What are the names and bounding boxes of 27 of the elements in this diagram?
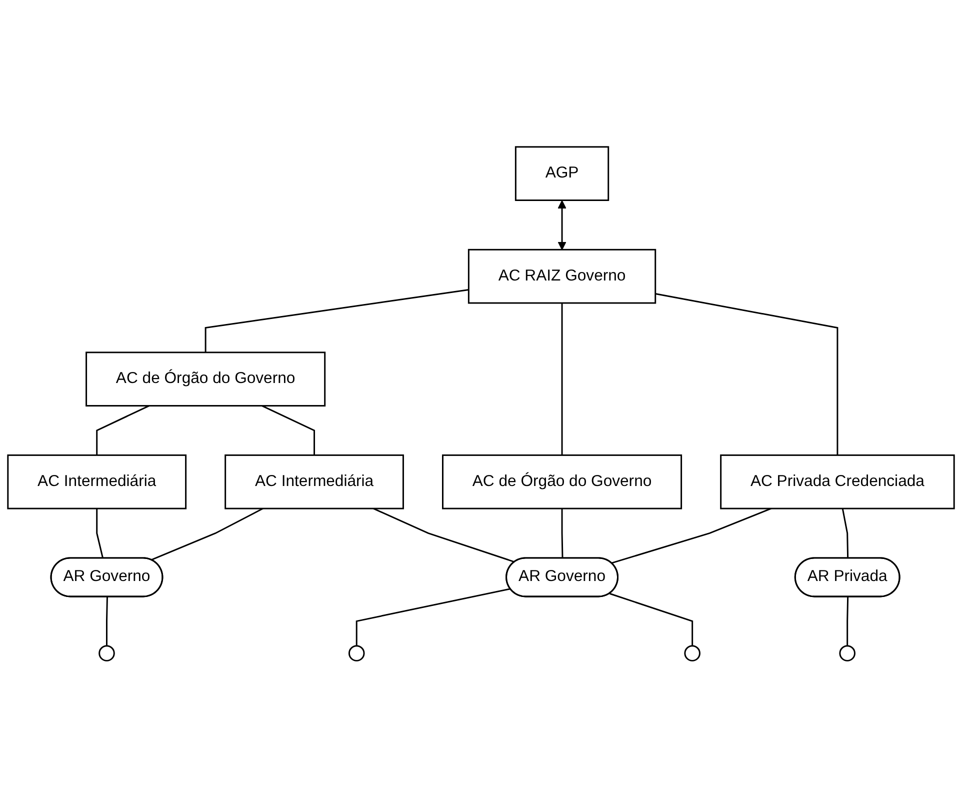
node-box: AC RAIZ Governo <box>468 249 656 304</box>
arrow <box>558 200 566 250</box>
connector <box>561 303 563 456</box>
node-ellipse <box>98 645 115 662</box>
connector <box>842 508 849 559</box>
connector <box>150 508 264 561</box>
node-ellipse <box>348 645 365 662</box>
node-box: AC de Órgão do Governo <box>442 454 682 510</box>
connector <box>611 508 772 564</box>
node-box: AC de Órgão do Governo <box>86 352 326 407</box>
connector <box>106 597 108 646</box>
node-box: AGP <box>514 146 610 202</box>
connector <box>610 593 694 646</box>
connector <box>96 405 150 456</box>
connector <box>561 508 564 559</box>
node-ellipse <box>839 645 856 662</box>
node-box: AC Privada Credenciada <box>720 454 955 510</box>
connector <box>204 289 469 353</box>
node-box: AC Intermediária <box>224 454 404 510</box>
connector <box>96 508 104 559</box>
connector <box>655 293 838 456</box>
connector <box>373 508 516 563</box>
node-box: AC Intermediária <box>7 454 187 510</box>
connector <box>262 405 316 456</box>
connector <box>846 597 849 646</box>
node-ellipse <box>684 645 700 662</box>
connector <box>356 588 511 646</box>
